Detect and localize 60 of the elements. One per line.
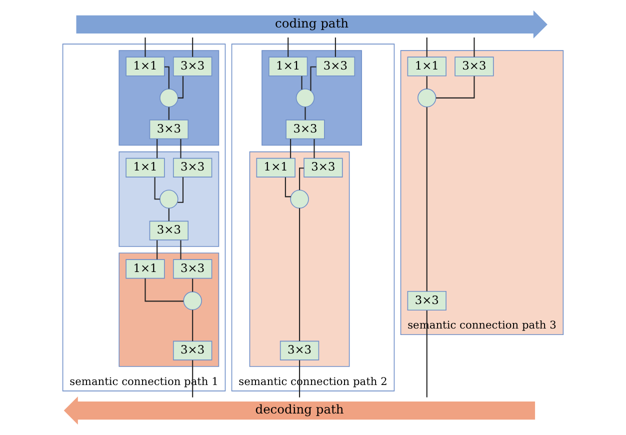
node-box: 1×1 <box>268 56 308 76</box>
connector <box>304 107 306 120</box>
connector <box>156 240 158 260</box>
node-box: 1×1 <box>256 158 296 178</box>
node-box: 3×3 <box>316 56 356 76</box>
cluster <box>249 151 350 367</box>
connector <box>180 240 182 260</box>
node-circle <box>160 88 178 108</box>
connector <box>168 107 170 120</box>
node-box: 1×1 <box>126 259 165 279</box>
cluster <box>262 50 362 146</box>
connector <box>436 76 475 98</box>
node-box: 3×3 <box>173 259 212 279</box>
node-circle <box>290 190 309 209</box>
connector <box>154 177 160 200</box>
connector <box>164 66 170 89</box>
node-box: 3×3 <box>173 56 212 76</box>
node-circle <box>183 291 202 310</box>
cluster <box>118 50 220 146</box>
connector <box>310 66 316 91</box>
cluster <box>118 252 220 367</box>
node-box: 3×3 <box>407 290 446 311</box>
node-box: 3×3 <box>286 120 325 140</box>
connector <box>426 76 428 89</box>
connector <box>156 139 158 158</box>
node-box: 3×3 <box>149 120 188 140</box>
connector <box>314 139 315 158</box>
connector <box>426 38 428 57</box>
connector <box>178 177 184 203</box>
connector <box>299 168 304 190</box>
connector <box>144 278 184 302</box>
connector <box>301 76 302 90</box>
connector <box>334 38 336 57</box>
connector <box>284 177 291 198</box>
connector <box>180 139 182 158</box>
node-box: 3×3 <box>454 56 494 76</box>
connector <box>290 139 292 158</box>
node-box: 3×3 <box>304 158 343 178</box>
connector <box>474 38 475 57</box>
node-circle <box>296 88 315 108</box>
connector <box>178 76 184 98</box>
connector <box>288 38 289 57</box>
node-box: 1×1 <box>126 56 165 76</box>
connector <box>144 38 146 57</box>
node-circle <box>418 88 436 108</box>
connector <box>168 208 170 222</box>
connector <box>299 208 300 341</box>
node-box: 3×3 <box>149 220 188 240</box>
node-box: 3×3 <box>173 340 212 360</box>
connector <box>426 107 428 292</box>
node-box: 1×1 <box>126 158 165 178</box>
node-box: 3×3 <box>173 158 212 178</box>
node-box: 3×3 <box>280 340 320 360</box>
node-box: 1×1 <box>407 56 446 76</box>
connector <box>192 310 194 342</box>
node-circle <box>160 190 178 209</box>
cluster <box>118 151 220 247</box>
connector <box>192 38 194 57</box>
connector <box>192 278 194 292</box>
connector <box>426 310 428 398</box>
